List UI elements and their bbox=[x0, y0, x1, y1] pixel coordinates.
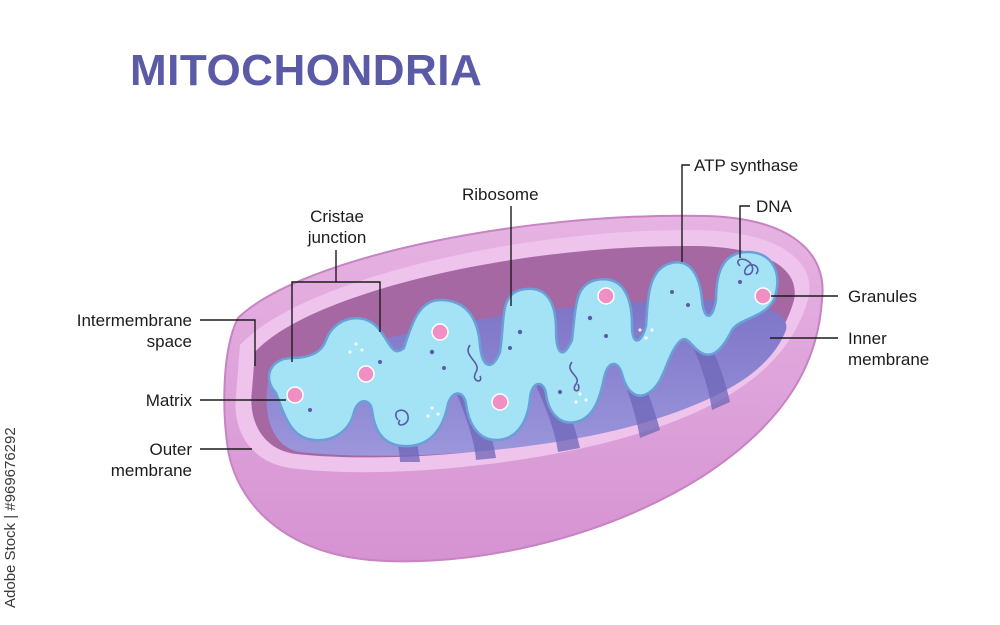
label-dna: DNA bbox=[756, 197, 792, 216]
label-intermembrane-space: Intermembrane space bbox=[40, 310, 192, 352]
label-outer-membrane: Outer membrane bbox=[80, 439, 192, 481]
dna-loops bbox=[395, 258, 759, 426]
label-inner-membrane: Inner membrane bbox=[848, 328, 929, 370]
label-cristae-junction: Cristae junction bbox=[284, 206, 390, 248]
stock-watermark: Adobe Stock | #969676292 bbox=[2, 427, 19, 608]
label-granules: Granules bbox=[848, 287, 917, 306]
label-cristae-junction-line1: Cristae bbox=[310, 207, 364, 226]
label-intermembrane-space-line2: space bbox=[146, 332, 192, 351]
ribosome-dots bbox=[308, 280, 742, 412]
label-outer-membrane-line2: membrane bbox=[110, 461, 192, 480]
page-title: MITOCHONDRIA bbox=[130, 46, 483, 95]
label-inner-membrane-line2: membrane bbox=[848, 350, 930, 369]
label-cristae-junction-line2: junction bbox=[307, 228, 367, 247]
matrix-shape bbox=[267, 250, 779, 448]
granules bbox=[286, 287, 772, 411]
label-matrix: Matrix bbox=[145, 391, 192, 410]
label-atp-synthase: ATP synthase bbox=[694, 156, 799, 175]
label-inner-membrane-line1: Inner bbox=[848, 329, 887, 348]
label-intermembrane-space-line1: Intermembrane bbox=[76, 311, 192, 330]
leader-lines bbox=[200, 164, 838, 450]
label-ribosome: Ribosome bbox=[462, 185, 539, 204]
label-outer-membrane-line1: Outer bbox=[149, 440, 192, 459]
matrix-speckles bbox=[348, 328, 654, 418]
